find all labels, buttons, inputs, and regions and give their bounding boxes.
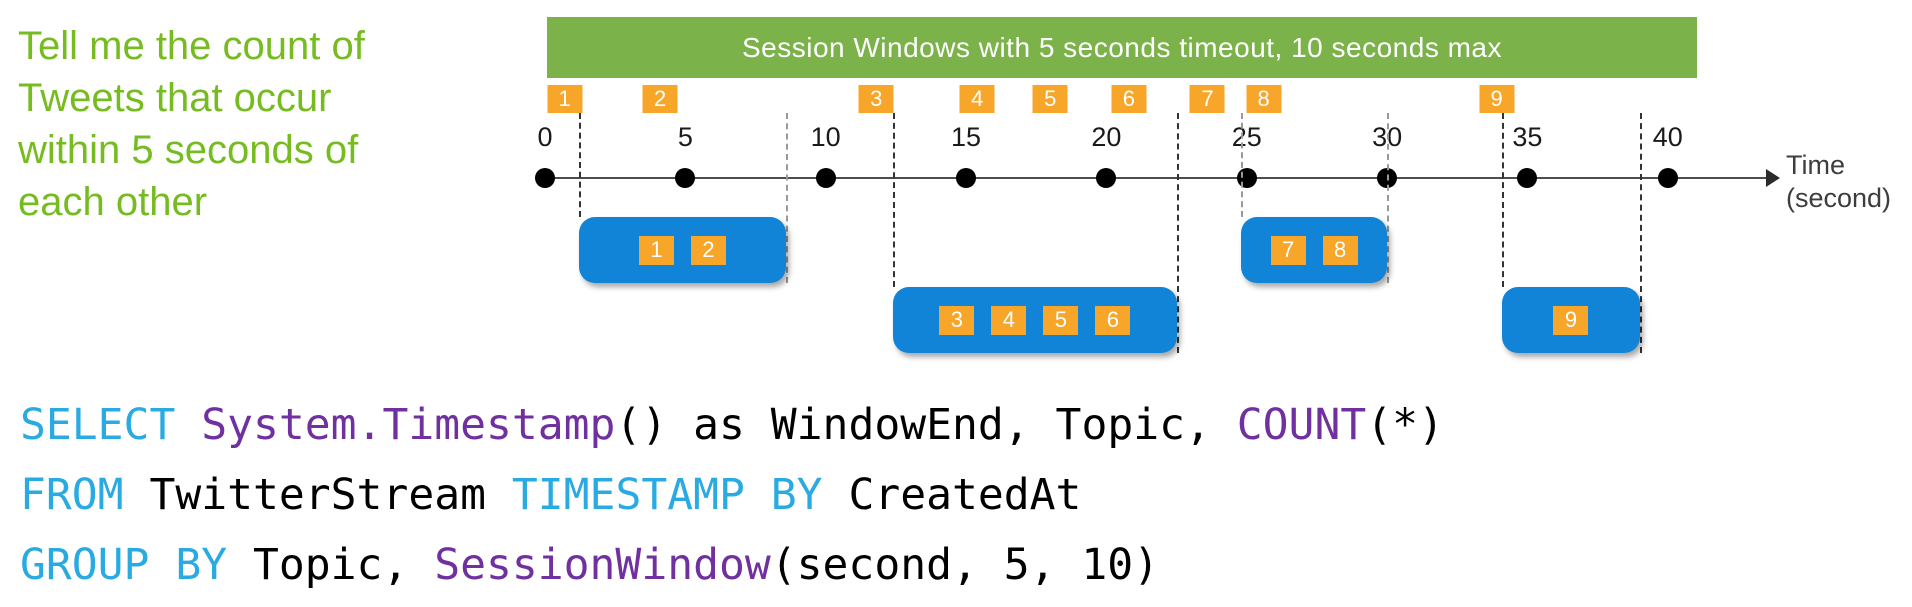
time-axis-label-unit: Time — [1786, 150, 1845, 180]
session-window-event-chip: 2 — [691, 235, 727, 265]
time-axis-label-unit-detail: (second) — [1786, 183, 1892, 213]
axis-tick-dot — [1517, 168, 1538, 188]
sql-text: Topic, — [227, 540, 435, 590]
event-marker: 4 — [959, 85, 995, 113]
sql-keyword: FROM — [20, 470, 124, 520]
session-window: 9 — [1502, 287, 1640, 353]
prompt-line-2: Tweets that occur — [18, 76, 332, 120]
axis-tick-label: 20 — [1091, 122, 1122, 152]
axis-tick-dot — [815, 168, 836, 188]
window-start-guide — [893, 113, 896, 287]
axis-tick-dot — [1236, 168, 1257, 188]
sql-code-line: FROM TwitterStream TIMESTAMP BY CreatedA… — [20, 460, 1444, 530]
prompt-line-4: each other — [18, 180, 208, 224]
prompt-line-3: within 5 seconds of — [18, 128, 359, 172]
window-end-guide — [1639, 113, 1642, 353]
window-start-guide — [578, 113, 581, 217]
sql-query: SELECT System.Timestamp() as WindowEnd, … — [20, 390, 1444, 600]
axis-tick-label: 0 — [537, 122, 553, 152]
time-axis-label: Time (second) — [1786, 149, 1891, 215]
time-axis-arrowhead-icon — [1766, 169, 1780, 187]
event-marker: 5 — [1032, 85, 1068, 113]
time-axis-line — [538, 177, 1770, 179]
sql-code-line: GROUP BY Topic, SessionWindow(second, 5,… — [20, 530, 1444, 600]
session-window-event-chip: 3 — [939, 305, 975, 335]
event-marker: 9 — [1479, 85, 1515, 113]
session-window-event-chip: 8 — [1322, 235, 1358, 265]
prompt-text: Tell me the count of Tweets that occur w… — [18, 20, 365, 228]
event-marker: 3 — [858, 85, 894, 113]
session-window-banner-title: Session Windows with 5 seconds timeout, … — [741, 31, 1503, 63]
sql-text: CreatedAt — [822, 470, 1082, 520]
window-end-guide — [786, 113, 789, 283]
event-marker: 6 — [1111, 85, 1147, 113]
prompt-line-1: Tell me the count of — [18, 24, 365, 68]
session-window-event-chip: 1 — [639, 235, 675, 265]
axis-tick-label: 10 — [810, 122, 841, 152]
window-end-guide — [1176, 113, 1179, 353]
sql-code-line: SELECT System.Timestamp() as WindowEnd, … — [20, 390, 1444, 460]
axis-tick-dot — [675, 168, 696, 188]
sql-text: () as WindowEnd, Topic, — [615, 400, 1237, 450]
event-marker: 8 — [1246, 85, 1282, 113]
session-window-event-chip: 9 — [1553, 305, 1589, 335]
sql-text: (second, 5, 10) — [770, 540, 1160, 590]
event-marker: 2 — [642, 85, 678, 113]
window-start-guide — [1241, 113, 1244, 217]
sql-text: (*) — [1366, 400, 1444, 450]
window-end-guide — [1387, 113, 1390, 283]
session-window-banner: Session Windows with 5 seconds timeout, … — [547, 17, 1697, 78]
sql-function: SessionWindow — [434, 540, 771, 590]
axis-tick-label: 40 — [1652, 122, 1683, 152]
session-window-event-chip: 6 — [1095, 305, 1131, 335]
axis-tick-label: 15 — [951, 122, 982, 152]
axis-tick-dot — [956, 168, 977, 188]
session-window-event-chip: 7 — [1270, 235, 1306, 265]
sql-keyword: SELECT — [20, 400, 176, 450]
axis-tick-dot — [1096, 168, 1117, 188]
session-window-event-chip: 5 — [1043, 305, 1079, 335]
sql-text — [175, 400, 201, 450]
axis-tick-label: 25 — [1231, 122, 1262, 152]
event-marker: 1 — [547, 85, 583, 113]
axis-tick-dot — [535, 168, 555, 188]
window-start-guide — [1502, 113, 1505, 287]
sql-function: COUNT — [1236, 400, 1367, 450]
axis-tick-dot — [1657, 168, 1678, 188]
sql-function: System.Timestamp — [201, 400, 616, 450]
sql-keyword: TIMESTAMP BY — [511, 470, 823, 520]
axis-tick-label: 5 — [677, 122, 693, 152]
session-window-event-chip: 4 — [991, 305, 1027, 335]
event-marker: 7 — [1189, 85, 1225, 113]
axis-tick-label: 35 — [1512, 122, 1543, 152]
sql-keyword: GROUP BY — [20, 540, 228, 590]
sql-text: TwitterStream — [123, 470, 512, 520]
